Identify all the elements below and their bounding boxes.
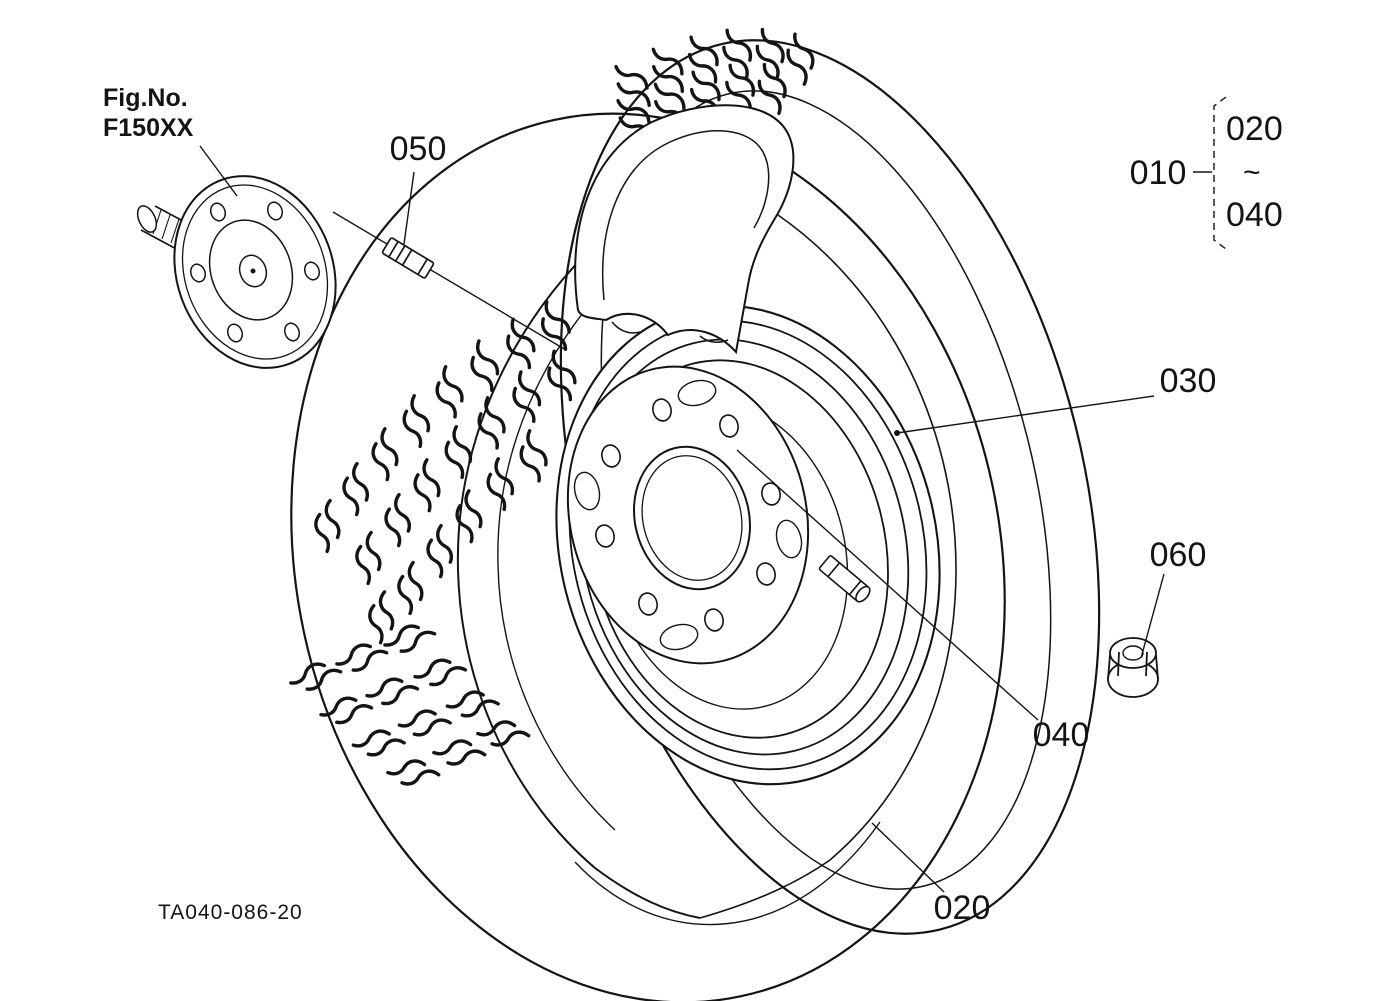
callout-060: 060: [1150, 536, 1207, 574]
hub-center-dot: [250, 268, 256, 274]
tread-mark: [476, 707, 531, 762]
cut-section-outline: [574, 104, 795, 355]
hub-assembly: [136, 175, 337, 369]
leader-060: [1140, 573, 1165, 659]
tire-sidewall-line-bottom: [574, 821, 881, 926]
tread-mark: [495, 317, 548, 370]
cut-section-bead-left: [611, 321, 641, 334]
hub-flange-inner-edge: [181, 184, 329, 360]
tire-shoulder-far: [699, 214, 957, 919]
lug-nut: [1107, 637, 1159, 698]
tread-mark: [319, 684, 374, 739]
tread-mark: [342, 530, 397, 586]
assembly-axis-line: [332, 211, 567, 351]
tire-outer-front: [290, 112, 1006, 1001]
tread-mark: [423, 365, 478, 419]
tread-mark: [301, 498, 356, 554]
tread-mark: [386, 746, 441, 801]
tread-mark: [413, 646, 468, 701]
tread-mark: [442, 489, 498, 544]
leader-030-dot: [894, 430, 900, 436]
cut-section-bead-right: [699, 335, 729, 343]
tread-mark: [329, 461, 384, 517]
nut-top: [1109, 637, 1157, 669]
tread-mark: [500, 370, 554, 423]
tread-mark: [384, 560, 439, 616]
tread-mark: [397, 696, 452, 752]
range-bracket: [1213, 96, 1227, 250]
leader-lines: [199, 96, 1227, 893]
tire-sidewall-line-front: [497, 264, 626, 831]
leader-040: [736, 449, 1039, 721]
tread-mark: [365, 665, 420, 720]
hub-pilot: [208, 219, 294, 321]
range-to-label: 040: [1226, 196, 1283, 234]
tire-cut-section: [574, 104, 795, 355]
fig-no-label: Fig.No.: [103, 84, 188, 112]
tread-mark: [371, 492, 426, 548]
fig-no-value: F150XX: [103, 114, 194, 142]
callout-020: 020: [934, 889, 991, 927]
tread-mark: [351, 716, 406, 772]
leader-050: [403, 171, 415, 245]
shaft-end: [136, 205, 158, 233]
range-tilde: ~: [1243, 156, 1261, 189]
tire-shoulder-front: [456, 239, 701, 919]
disc-vent-slots: [573, 379, 803, 651]
range-from-label: 020: [1226, 110, 1283, 148]
wheel-disc: [566, 365, 810, 665]
tread-mark: [390, 394, 445, 449]
cut-section-inner-line: [601, 130, 770, 301]
tread-pattern-upper-left: [301, 300, 589, 645]
wheel-bolt: [818, 555, 871, 603]
tread-pattern-lower-left: [289, 612, 531, 801]
tread-mark: [432, 726, 487, 781]
callout-040: 040: [1033, 716, 1090, 754]
disc-center-hole-inner: [641, 455, 743, 581]
tread-mark: [335, 631, 389, 686]
callout-050: 050: [390, 130, 447, 168]
tread-mark: [400, 458, 456, 513]
tread-mark: [358, 427, 414, 482]
labels: Fig.No. F150XX 050 010 020 ~ 040 030 060…: [103, 84, 1283, 927]
leader-fig-no: [199, 145, 238, 197]
callout-030: 030: [1160, 362, 1217, 400]
bolt-tip: [855, 585, 871, 603]
drawing-code: TA040-086-20: [158, 901, 303, 924]
callout-010: 010: [1130, 154, 1187, 192]
disc-center-hole: [633, 445, 751, 591]
leader-020: [871, 822, 945, 893]
disc-stud-holes: [595, 398, 781, 632]
wheel-stud: [381, 237, 435, 279]
rim-bead-seat: [578, 338, 910, 756]
leader-030: [896, 395, 1155, 434]
hub-bolt-holes: [189, 201, 321, 343]
tread-mark: [458, 339, 512, 392]
hub-center-hole: [238, 254, 268, 288]
